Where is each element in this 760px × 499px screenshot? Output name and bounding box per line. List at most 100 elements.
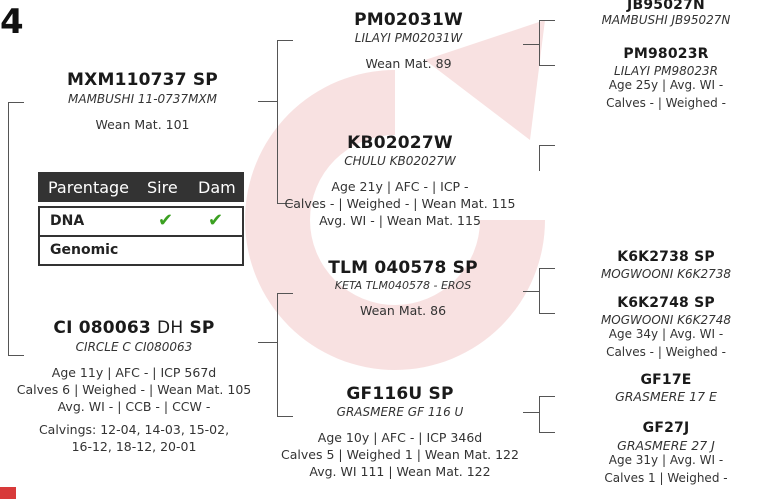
dams-sire-registered-name: KETA TLM040578 - EROS [334,279,472,292]
dam-info-line: Avg. WI - | CCB - | CCW - [57,399,211,414]
great-granddam-3-block: K6K2748 SP MOGWOONI K6K2748 Age 34y | Av… [583,295,749,360]
dams-dam-name: GF116U SP [346,384,454,404]
dam-info: Age 11y | AFC - | ICP 567d Calves 6 | We… [0,364,268,455]
bracket-line [277,416,293,417]
dams-sire-info: Wean Mat. 86 [359,303,447,318]
dams-sire-block: TLM 040578 SP KETA TLM040578 - EROS Wean… [283,258,523,319]
bracket-line [539,268,540,314]
great-granddam-3-info: Age 34y | Avg. WI - Calves - | Weighed - [583,327,749,360]
bracket-line [539,145,540,171]
great-grandsire-4-name: GF17E [640,372,692,388]
dam-info-line: Age 11y | AFC - | ICP 567d [51,365,217,380]
great-granddam-4-registered-name: GRASMERE 27 J [617,438,715,453]
bracket-line [539,313,555,314]
dams-dam-info: Age 10y | AFC - | ICP 346d Calves 5 | We… [270,429,530,480]
dam-name-sp: SP [189,318,215,338]
bracket-line [277,40,293,41]
dam-registered-name: CIRCLE C CI080063 [75,340,193,354]
parentage-row-genomic: Genomic [38,237,244,266]
sires-dam-info-line: Age 21y | AFC - | ICP - [331,179,469,194]
parentage-header-dam: Dam [198,178,236,197]
great-granddam-1-info-line: Age 25y | Avg. WI - [608,78,724,92]
dam-block: CI 080063 DH SP CIRCLE C CI080063 Age 11… [0,318,268,455]
dam-name-dh: DH [157,318,184,338]
bracket-line [277,40,278,204]
bracket-line [539,396,555,397]
sires-dam-info-line: Avg. WI - | Wean Mat. 115 [319,213,481,228]
great-granddam-4-info: Age 31y | Avg. WI - Calves 1 | Weighed - [583,453,749,486]
watermark-arrow-logo [245,20,545,370]
great-granddam-3-info-line: Age 34y | Avg. WI - [608,327,724,341]
bracket-line [539,432,555,433]
great-granddam-4-info-line: Calves 1 | Weighed - [604,471,728,485]
sires-dam-info: Age 21y | AFC - | ICP - Calves - | Weigh… [270,178,530,229]
dam-check-icon: ✔ [208,210,224,231]
bracket-line [258,101,278,102]
great-granddam-1-registered-name: LILAYI PM98023R [614,64,718,78]
parentage-row-label: DNA [50,213,85,229]
great-grandsire-4-registered-name: GRASMERE 17 E [615,389,717,404]
parentage-header-label: Parentage [48,178,130,197]
parentage-row-label: Genomic [50,242,119,258]
parentage-header: Parentage Sire Dam [38,172,244,202]
great-granddam-4-block: GF27J GRASMERE 27 J Age 31y | Avg. WI - … [583,420,749,486]
parentage-header-sire: Sire [147,178,178,197]
sires-sire-info: Wean Mat. 89 [365,56,452,71]
great-grandsire-4-block: GF17E GRASMERE 17 E [583,372,749,404]
bracket-line [8,102,24,103]
sires-dam-info-line: Calves - | Weighed - | Wean Mat. 115 [284,196,516,211]
bracket-line [523,412,540,413]
sire-name: MXM110737 SP [67,70,218,90]
great-granddam-4-info-line: Age 31y | Avg. WI - [608,453,724,467]
dam-info-line: 16-12, 18-12, 20-01 [71,439,197,454]
sire-block: MXM110737 SP MAMBUSHI 11-0737MXM Wean Ma… [30,70,255,133]
bracket-line [539,20,540,66]
red-corner-mark [0,487,16,499]
great-grandsire-1-name: JB95027N [627,0,705,13]
great-granddam-3-name: K6K2748 SP [617,295,715,311]
sires-dam-registered-name: CHULU KB02027W [344,154,456,168]
bracket-line [277,203,293,204]
dam-name: CI 080063 DH SP [0,318,268,338]
dam-info-line: Calves 6 | Weighed - | Wean Mat. 105 [16,382,252,397]
great-granddam-1-name: PM98023R [623,46,709,62]
bracket-line [277,293,293,294]
bracket-line [523,291,540,292]
bracket-line [539,396,540,433]
great-granddam-1-info-line: Calves - | Weighed - [606,96,726,110]
bracket-line [277,293,278,417]
sire-info: Wean Mat. 101 [95,117,190,132]
dams-dam-info-line: Calves 5 | Weighed 1 | Wean Mat. 122 [281,447,519,462]
sires-sire-registered-name: LILAYI PM02031W [354,31,463,45]
bracket-line [539,20,555,21]
sires-dam-name: KB02027W [347,133,453,153]
dams-sire-name: TLM 040578 SP [328,258,478,278]
dams-dam-info-line: Avg. WI 111 | Wean Mat. 122 [309,464,491,479]
great-granddam-1-info: Age 25y | Avg. WI - Calves - | Weighed - [583,78,749,111]
bracket-line [539,145,555,146]
great-grandsire-3-registered-name: MOGWOONI K6K2738 [600,267,732,281]
great-grandsire-1-block: JB95027N MAMBUSHI JB95027N [583,0,749,27]
dams-dam-block: GF116U SP GRASMERE GF 116 U Age 10y | AF… [270,384,530,480]
sires-sire-block: PM02031W LILAYI PM02031W Wean Mat. 89 [296,10,521,72]
great-grandsire-1-registered-name: MAMBUSHI JB95027N [601,13,731,27]
great-granddam-3-registered-name: MOGWOONI K6K2748 [600,313,732,327]
dams-dam-info-line: Age 10y | AFC - | ICP 346d [317,430,483,445]
page-number: 4 [0,2,24,42]
bracket-line [539,268,555,269]
sire-registered-name: MAMBUSHI 11-0737MXM [68,92,217,106]
dam-name-id: CI 080063 [53,318,151,338]
bracket-line [8,355,24,356]
great-granddam-3-info-line: Calves - | Weighed - [606,345,726,359]
dams-dam-registered-name: GRASMERE GF 116 U [336,405,464,419]
sires-sire-name: PM02031W [354,10,463,30]
parentage-table: Parentage Sire Dam DNA ✔ ✔ Genomic [38,172,244,266]
sires-dam-block: KB02027W CHULU KB02027W Age 21y | AFC - … [270,133,530,229]
great-granddam-4-name: GF27J [642,420,690,436]
great-granddam-1-block: PM98023R LILAYI PM98023R Age 25y | Avg. … [583,46,749,111]
sire-check-icon: ✔ [158,210,174,231]
bracket-line [523,44,540,45]
great-grandsire-3-block: K6K2738 SP MOGWOONI K6K2738 [583,249,749,281]
great-grandsire-3-name: K6K2738 SP [617,249,715,265]
parentage-row-dna: DNA ✔ ✔ [38,206,244,237]
